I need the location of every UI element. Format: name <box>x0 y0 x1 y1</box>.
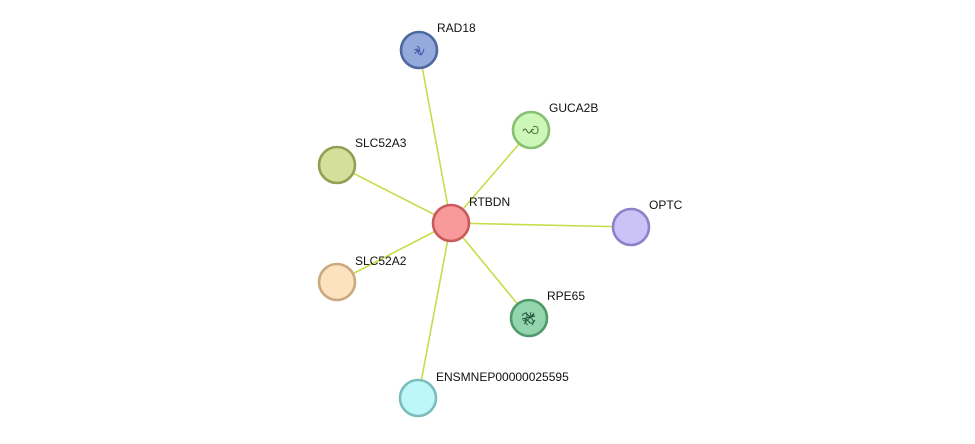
node-label: SLC52A3 <box>355 136 407 150</box>
node-label: RAD18 <box>437 21 476 35</box>
edge-rtbdn-ensmnep00000025595 <box>417 222 452 399</box>
edge-rtbdn-rad18 <box>418 49 452 224</box>
edge-rtbdn-guca2b <box>450 129 532 224</box>
network-edges <box>336 49 632 399</box>
protein-structure-icon <box>413 45 425 56</box>
node-rad18[interactable]: RAD18 <box>399 21 476 70</box>
node-ensmnep00000025595[interactable]: ENSMNEP00000025595 <box>398 370 569 418</box>
node-guca2b[interactable]: GUCA2B <box>511 101 598 150</box>
node-label: RPE65 <box>547 289 585 303</box>
node-label: OPTC <box>649 198 683 212</box>
protein-structure-icon <box>522 125 539 135</box>
node-circle[interactable] <box>431 203 471 243</box>
node-circle[interactable] <box>317 145 357 185</box>
protein-structure-icon <box>521 311 536 326</box>
edge-rtbdn-rpe65 <box>450 222 530 319</box>
node-slc52a2[interactable]: SLC52A2 <box>317 254 407 302</box>
node-circle[interactable] <box>317 262 357 302</box>
edge-rtbdn-optc <box>450 222 632 228</box>
node-label: SLC52A2 <box>355 254 407 268</box>
node-circle[interactable] <box>398 378 438 418</box>
node-label: ENSMNEP00000025595 <box>436 370 569 384</box>
node-rpe65[interactable]: RPE65 <box>509 289 585 338</box>
node-label: RTBDN <box>469 195 510 209</box>
node-rtbdn[interactable]: RTBDN <box>431 195 510 243</box>
node-label: GUCA2B <box>549 101 598 115</box>
edge-rtbdn-slc52a2 <box>336 222 452 283</box>
node-optc[interactable]: OPTC <box>611 198 683 247</box>
node-circle[interactable] <box>611 207 651 247</box>
edge-rtbdn-slc52a3 <box>336 164 452 224</box>
node-slc52a3[interactable]: SLC52A3 <box>317 136 407 185</box>
